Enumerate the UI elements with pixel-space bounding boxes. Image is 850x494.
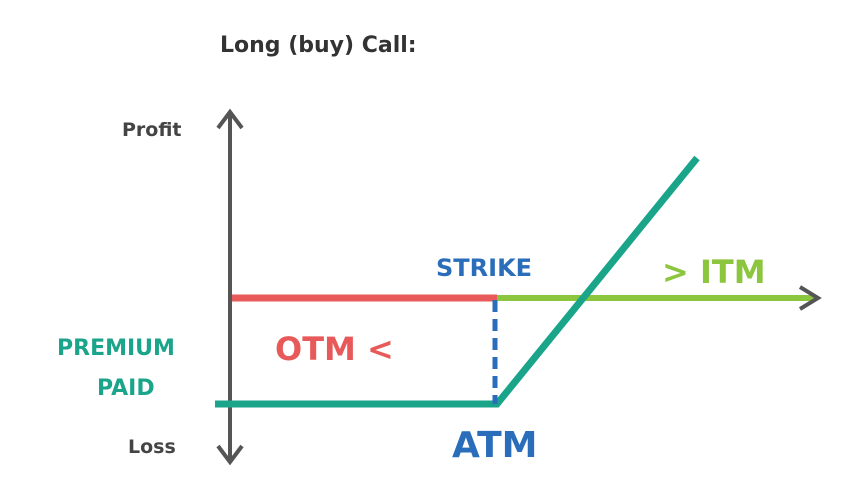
strike-label: STRIKE — [436, 254, 532, 282]
right-arrow-icon — [798, 285, 822, 311]
paid-label: PAID — [97, 376, 155, 401]
profit-label: Profit — [122, 119, 182, 141]
itm-label: > ITM — [662, 253, 766, 291]
premium-label: PREMIUM — [57, 336, 175, 361]
up-arrow-icon — [216, 108, 244, 130]
otm-label: OTM < — [275, 330, 394, 368]
atm-label: ATM — [452, 425, 537, 466]
diagram-title: Long (buy) Call: — [220, 33, 417, 58]
loss-label: Loss — [128, 436, 176, 458]
down-arrow-icon — [216, 444, 244, 466]
